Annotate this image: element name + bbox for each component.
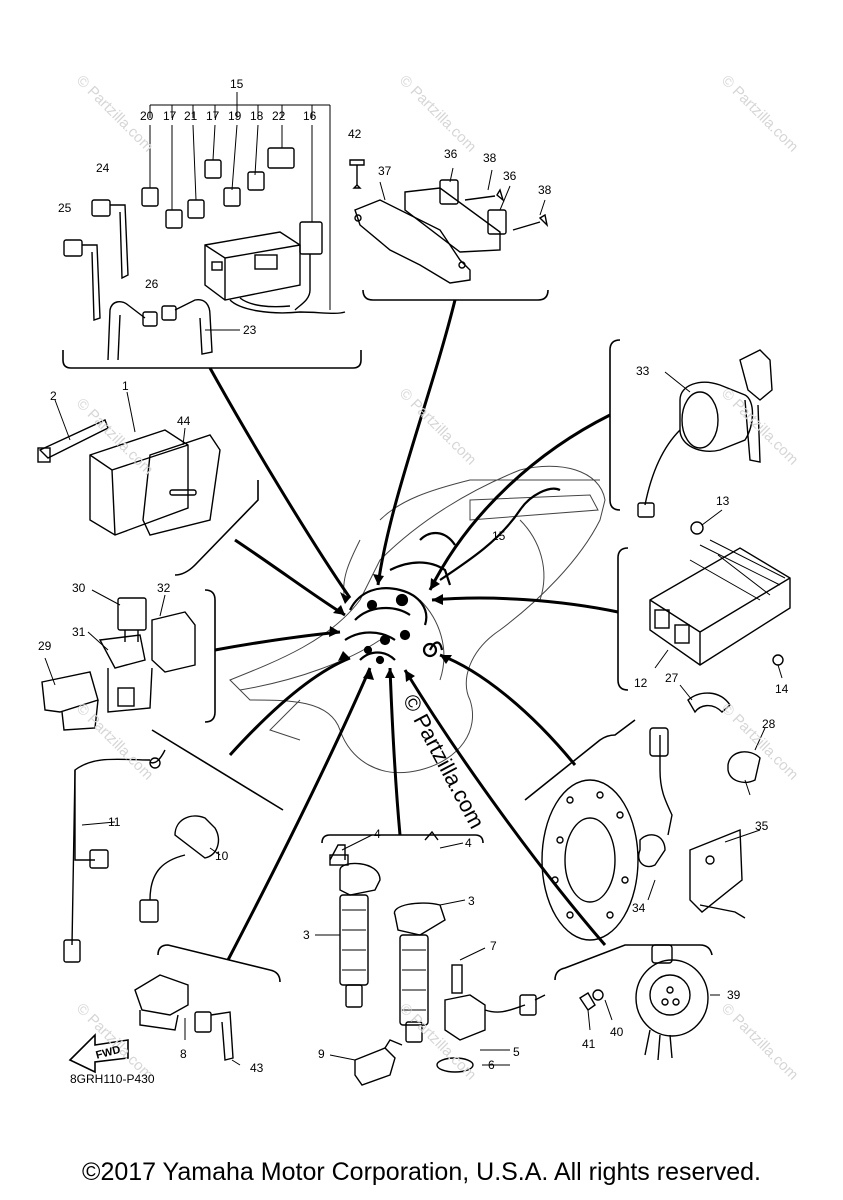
leader-lines xyxy=(208,299,619,961)
frame-outline xyxy=(229,465,606,774)
relays-group xyxy=(41,589,196,731)
sensors-left-group xyxy=(63,749,221,963)
callout-11: 11 xyxy=(108,815,121,829)
callout-7: 7 xyxy=(490,939,497,953)
bracket-sensor-39 xyxy=(554,944,713,981)
callout-15: 15 xyxy=(492,529,506,543)
callout-12: 12 xyxy=(634,676,648,690)
bracket-fuse-group xyxy=(62,350,362,369)
part-code: 8GRH110-P430 xyxy=(70,1072,155,1086)
callout-31: 31 xyxy=(72,625,86,639)
callout-9: 9 xyxy=(318,1047,325,1061)
callout-42: 42 xyxy=(348,127,362,141)
callout-36: 36 xyxy=(503,169,517,183)
callout-44: 44 xyxy=(177,414,191,428)
callout-36: 36 xyxy=(444,147,458,161)
callout-32: 32 xyxy=(157,581,171,595)
sensor-39-group xyxy=(579,944,720,1061)
callout-4: 4 xyxy=(374,827,381,841)
callout-23: 23 xyxy=(243,323,257,337)
callout-3: 3 xyxy=(303,928,310,942)
fuse-box-group xyxy=(63,92,346,361)
callout-15: 15 xyxy=(230,77,244,91)
callout-41: 41 xyxy=(582,1037,596,1051)
callout-25: 25 xyxy=(58,201,72,215)
callout-5: 5 xyxy=(513,1045,520,1059)
bracket-rectifier xyxy=(617,547,629,691)
bracket-relay-group xyxy=(362,289,549,301)
bracket-sensors-left xyxy=(151,729,284,811)
callout-27: 27 xyxy=(665,671,679,685)
callout-43: 43 xyxy=(250,1061,264,1075)
rectifier-group xyxy=(649,509,791,714)
callout-21: 21 xyxy=(184,109,198,123)
callout-4: 4 xyxy=(465,836,472,850)
callout-19: 19 xyxy=(228,109,242,123)
callout-20: 20 xyxy=(140,109,154,123)
callout-2: 2 xyxy=(50,389,57,403)
fwd-label: FWD xyxy=(95,1044,122,1062)
callout-39: 39 xyxy=(727,988,741,1002)
callout-17: 17 xyxy=(206,109,220,123)
callout-10: 10 xyxy=(215,849,229,863)
callout-1: 1 xyxy=(122,379,129,393)
callout-26: 26 xyxy=(145,277,159,291)
bracket-main-switch xyxy=(609,339,621,511)
callout-28: 28 xyxy=(762,717,776,731)
bracket-relays-left xyxy=(204,589,216,723)
callout-16: 16 xyxy=(303,109,317,123)
callout-24: 24 xyxy=(96,161,110,175)
fwd-arrow-icon xyxy=(68,1033,129,1074)
bottom-left-group xyxy=(134,974,403,1086)
callout-33: 33 xyxy=(636,364,650,378)
callout-38: 38 xyxy=(538,183,552,197)
bracket-bottom-left xyxy=(157,944,281,983)
callout-18: 18 xyxy=(250,109,264,123)
callout-6: 6 xyxy=(488,1058,495,1072)
callout-17: 17 xyxy=(163,109,177,123)
pickup-group xyxy=(541,727,766,941)
ecu-group xyxy=(37,391,221,536)
callout-40: 40 xyxy=(610,1025,624,1039)
bracket-ecu-group xyxy=(174,480,259,576)
bracket-pickup xyxy=(524,719,636,801)
callout-22: 22 xyxy=(272,109,286,123)
callout-29: 29 xyxy=(38,639,52,653)
bracket-ignition xyxy=(321,834,484,844)
callout-35: 35 xyxy=(755,819,769,833)
callout-34: 34 xyxy=(632,901,646,915)
callout-30: 30 xyxy=(72,581,86,595)
callout-3: 3 xyxy=(468,894,475,908)
callout-14: 14 xyxy=(775,682,789,696)
callout-37: 37 xyxy=(378,164,392,178)
callout-8: 8 xyxy=(180,1047,187,1061)
ignition-coils-group xyxy=(315,830,546,1073)
main-switch-group xyxy=(637,349,773,518)
arrowheads xyxy=(329,574,452,682)
callout-13: 13 xyxy=(716,494,730,508)
relay-bracket-group xyxy=(349,159,549,284)
wiring-harness-center xyxy=(344,487,561,665)
callout-38: 38 xyxy=(483,151,497,165)
copyright-notice: ©2017 Yamaha Motor Corporation, U.S.A. A… xyxy=(82,1158,761,1186)
